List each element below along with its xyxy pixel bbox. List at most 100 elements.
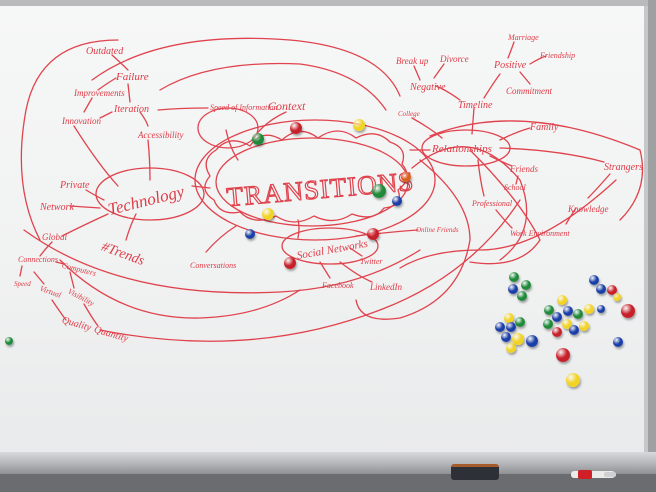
magnet-green [372, 184, 386, 198]
link-technology-accessibility [147, 139, 151, 181]
label-college: College [398, 110, 420, 118]
ring-speed-of-information [197, 107, 259, 149]
label-quantity: Quantity [93, 324, 130, 344]
label-positive: Positive [493, 60, 527, 71]
link-social-linkedin [339, 261, 373, 283]
label-global: Global [42, 232, 68, 242]
link-iteration-accessibility [139, 111, 149, 127]
loop-top-arc [91, 37, 401, 97]
label-divorce: Divorce [439, 54, 469, 64]
marker-cap [578, 470, 592, 479]
whiteboard [0, 6, 648, 456]
loop-top-arc-inner [159, 62, 387, 111]
link-timeline-positive [483, 73, 501, 99]
link-positive-friendship [529, 55, 547, 65]
ring-social-networks [281, 227, 379, 265]
label-break-up: Break up [396, 56, 429, 66]
label-virtual: Virtual [39, 284, 64, 300]
link-trends-technology [125, 213, 137, 241]
label-family: Family [529, 122, 559, 133]
ring-center-inner [215, 137, 409, 227]
label-strangers: Strangers [604, 162, 643, 173]
magnet-blue [245, 229, 255, 239]
label-speed: Speed [14, 280, 31, 288]
label-iteration: Iteration [113, 104, 149, 115]
label-trends: #Trends [99, 240, 147, 270]
link-connections-global [39, 241, 53, 257]
magnet-green [5, 337, 13, 345]
magnet-red [284, 257, 296, 269]
magnet-blue [501, 332, 511, 342]
label-private: Private [59, 180, 90, 191]
magnet-blue [597, 305, 605, 313]
loop-center-right [411, 146, 528, 261]
link-professional-work [495, 209, 513, 229]
label-technology: Technology [106, 182, 186, 219]
magnet-red [607, 285, 617, 295]
link-failure-improvements [97, 77, 117, 91]
magnet-yellow [262, 208, 274, 220]
label-linkedin: LinkedIn [369, 282, 402, 292]
link-iteration-innovation [99, 111, 113, 119]
link-computers-visibility [69, 271, 75, 289]
loop-right-sweep [355, 159, 471, 320]
loop-quality-sweep [59, 259, 301, 319]
link-relationships-strangers [499, 147, 605, 163]
label-failure: Failure [115, 71, 149, 83]
label-speed-of-information: Speed of Information [210, 103, 278, 112]
link-connections-virtual [33, 271, 45, 285]
link-relationships-family [499, 127, 531, 141]
link-social-facebook [319, 261, 331, 279]
link-negative-divorce [433, 63, 445, 79]
wall [648, 0, 656, 492]
link-private-technology [85, 189, 105, 201]
magnet-blue [569, 325, 579, 335]
link-strangers-knowledge [587, 173, 611, 199]
ring-technology [95, 167, 205, 221]
label-connections: Connections [18, 255, 58, 264]
magnet-red [367, 228, 379, 240]
magnet-blue [563, 306, 573, 316]
link-virtual-quality [51, 299, 67, 321]
label-context: Context [268, 99, 306, 113]
label-twitter: Twitter [360, 257, 383, 266]
link-timeline-negative [435, 85, 461, 101]
magnet-yellow [613, 293, 621, 301]
label-friendship: Friendship [539, 51, 575, 60]
link-speed-center [225, 129, 239, 161]
magnet-red [290, 122, 302, 134]
label-outdated: Outdated [86, 46, 124, 57]
link-social-center [297, 219, 300, 239]
label-improvements: Improvements [73, 88, 125, 98]
label-marriage: Marriage [507, 33, 539, 42]
label-school: School [504, 183, 527, 192]
magnet-red [552, 327, 562, 337]
magnet-blue [508, 284, 518, 294]
loop-bottom-big [99, 199, 521, 342]
link-improvements-innovation [83, 97, 93, 113]
magnet-green [544, 305, 554, 315]
label-visibility: Visibility [66, 287, 96, 308]
magnet-green [515, 317, 525, 327]
board-frame-top [0, 0, 656, 8]
red-marker [571, 471, 615, 478]
link-connections-speed [19, 265, 23, 277]
magnet-yellow [562, 319, 572, 329]
loop-strangers-down [399, 179, 617, 269]
label-negative: Negative [409, 82, 446, 93]
label-conversations: Conversations [190, 261, 236, 270]
magnet-green [517, 291, 527, 301]
magnet-green [252, 133, 264, 145]
magnet-yellow [566, 373, 580, 387]
magnet-red [621, 304, 635, 318]
magnet-blue [552, 312, 562, 322]
link-network-technology [69, 205, 101, 209]
label-quality: Quality [61, 315, 93, 334]
magnet-green [543, 319, 553, 329]
link-relationships-professional [477, 159, 485, 197]
magnet-yellow [512, 333, 524, 345]
label-network: Network [39, 202, 74, 213]
link-work-knowledge [565, 207, 577, 225]
link-connections-computers [55, 261, 65, 265]
